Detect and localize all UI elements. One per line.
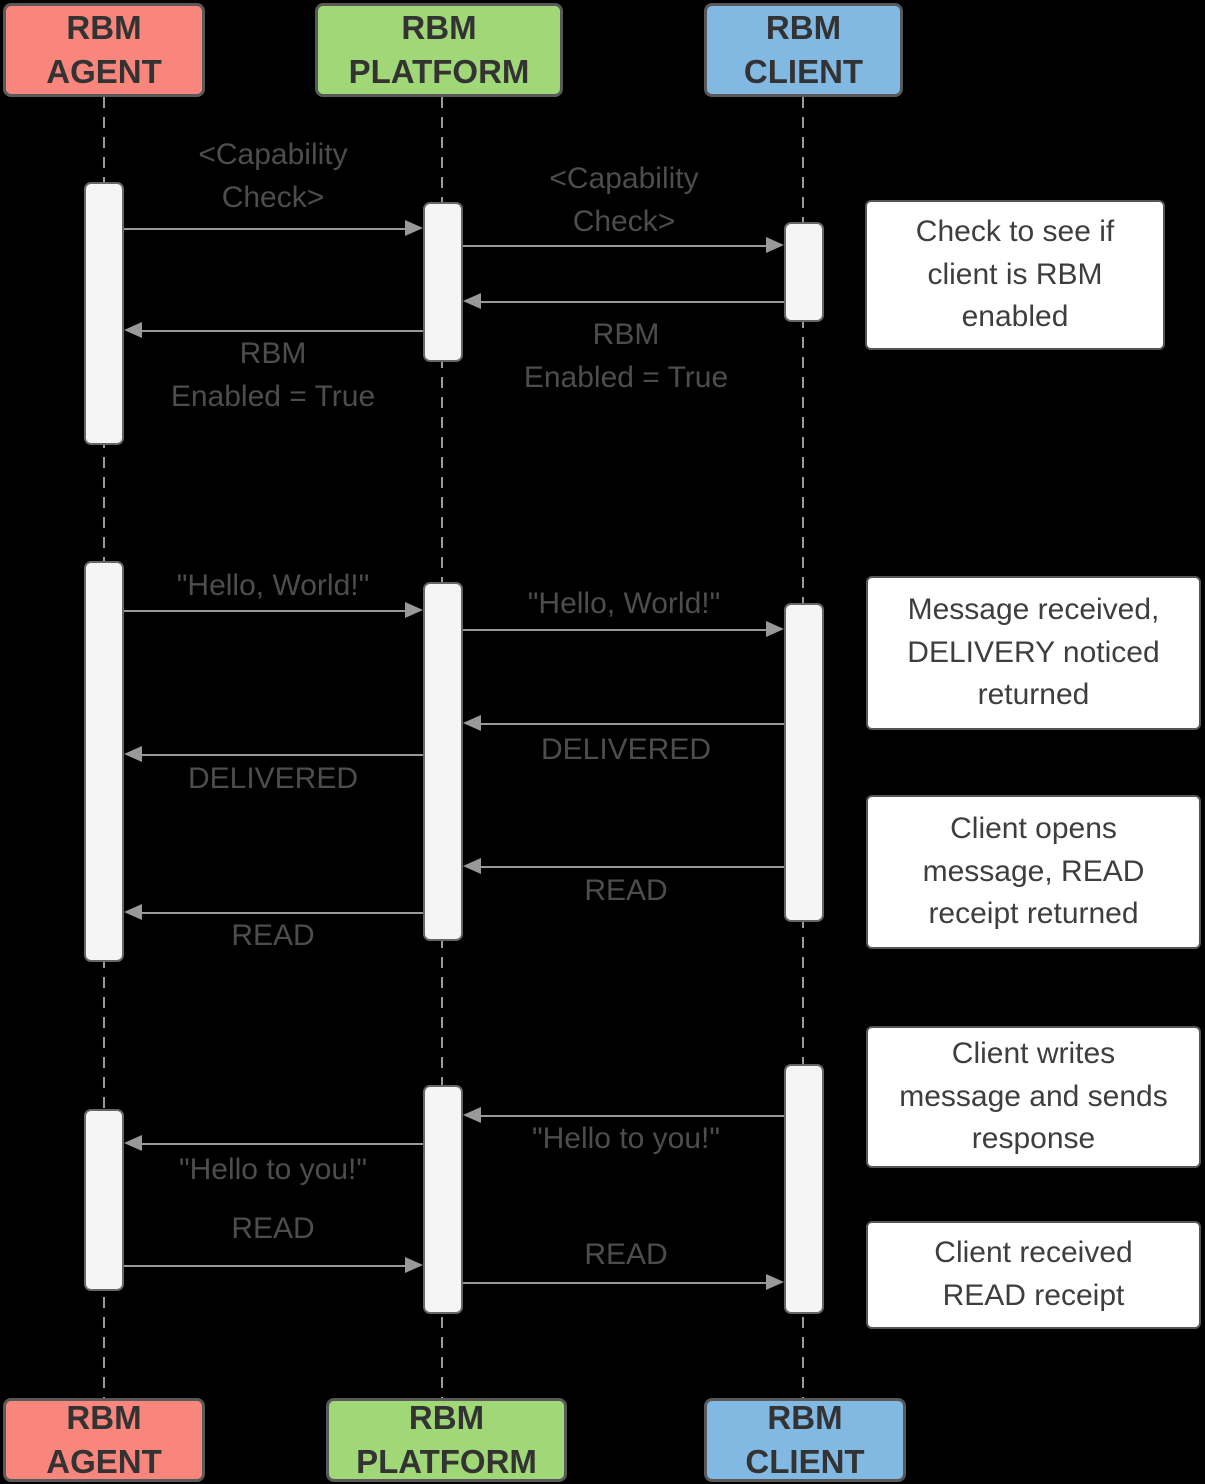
message-arrowhead-5 xyxy=(766,621,784,637)
message-label-1: <Capability Check> xyxy=(549,162,699,238)
message-arrowhead-11 xyxy=(124,1135,142,1151)
message-label-12: READ xyxy=(231,1212,315,1245)
activation-bar-agent-0 xyxy=(84,182,124,445)
message-arrow-9 xyxy=(140,912,423,914)
message-arrow-8 xyxy=(479,866,784,868)
message-arrow-13 xyxy=(463,1282,768,1284)
activation-bar-client-6 xyxy=(784,1064,824,1314)
message-arrow-2 xyxy=(479,301,784,303)
message-arrowhead-9 xyxy=(124,904,142,920)
message-label-7: DELIVERED xyxy=(187,762,359,795)
message-arrow-5 xyxy=(463,629,768,631)
message-arrow-6 xyxy=(479,723,784,725)
activation-bar-platform-4 xyxy=(423,582,463,941)
message-arrow-3 xyxy=(140,330,423,332)
activation-bar-agent-8 xyxy=(84,1109,124,1291)
note-1: Message received, DELIVERY noticed retur… xyxy=(866,576,1201,730)
message-label-6: DELIVERED xyxy=(540,733,712,766)
message-arrowhead-12 xyxy=(405,1257,423,1273)
message-label-9: READ xyxy=(231,919,315,952)
actor-bottom-box-client: RBM CLIENT xyxy=(704,1398,906,1482)
message-arrowhead-6 xyxy=(463,715,481,731)
message-arrow-0 xyxy=(124,228,407,230)
activation-bar-client-5 xyxy=(784,603,824,922)
activation-bar-agent-3 xyxy=(84,561,124,962)
message-arrow-7 xyxy=(140,754,423,756)
note-0: Check to see if client is RBM enabled xyxy=(865,200,1165,350)
note-4: Client received READ receipt xyxy=(866,1221,1201,1329)
actor-bottom-box-platform: RBM PLATFORM xyxy=(326,1398,567,1482)
message-label-11: "Hello to you!" xyxy=(178,1153,368,1186)
message-label-4: "Hello, World!" xyxy=(176,569,370,602)
note-3: Client writes message and sends response xyxy=(866,1026,1201,1168)
message-arrow-11 xyxy=(140,1143,423,1145)
activation-bar-platform-1 xyxy=(423,202,463,362)
message-label-8: READ xyxy=(584,874,668,907)
message-arrowhead-3 xyxy=(124,322,142,338)
message-arrow-4 xyxy=(124,610,407,612)
message-label-10: "Hello to you!" xyxy=(531,1122,721,1155)
actor-top-box-client: RBM CLIENT xyxy=(704,3,903,97)
activation-bar-client-2 xyxy=(784,222,824,322)
message-arrowhead-2 xyxy=(463,293,481,309)
message-label-2: RBM Enabled = True xyxy=(523,318,729,394)
message-arrowhead-7 xyxy=(124,746,142,762)
message-arrowhead-13 xyxy=(766,1274,784,1290)
note-2: Client opens message, READ receipt retur… xyxy=(866,795,1201,949)
message-arrowhead-0 xyxy=(405,220,423,236)
message-label-0: <Capability Check> xyxy=(198,138,348,214)
message-arrow-1 xyxy=(463,245,768,247)
actor-top-box-agent: RBM AGENT xyxy=(3,3,205,97)
message-arrowhead-10 xyxy=(463,1107,481,1123)
activation-bar-platform-7 xyxy=(423,1085,463,1314)
message-arrowhead-8 xyxy=(463,858,481,874)
message-label-13: READ xyxy=(584,1238,668,1271)
actor-top-box-platform: RBM PLATFORM xyxy=(315,3,563,97)
message-arrowhead-1 xyxy=(766,237,784,253)
message-label-3: RBM Enabled = True xyxy=(170,337,376,413)
actor-bottom-box-agent: RBM AGENT xyxy=(3,1398,205,1482)
message-arrowhead-4 xyxy=(405,602,423,618)
message-arrow-10 xyxy=(479,1115,784,1117)
message-label-5: "Hello, World!" xyxy=(527,587,721,620)
message-arrow-12 xyxy=(124,1265,407,1267)
